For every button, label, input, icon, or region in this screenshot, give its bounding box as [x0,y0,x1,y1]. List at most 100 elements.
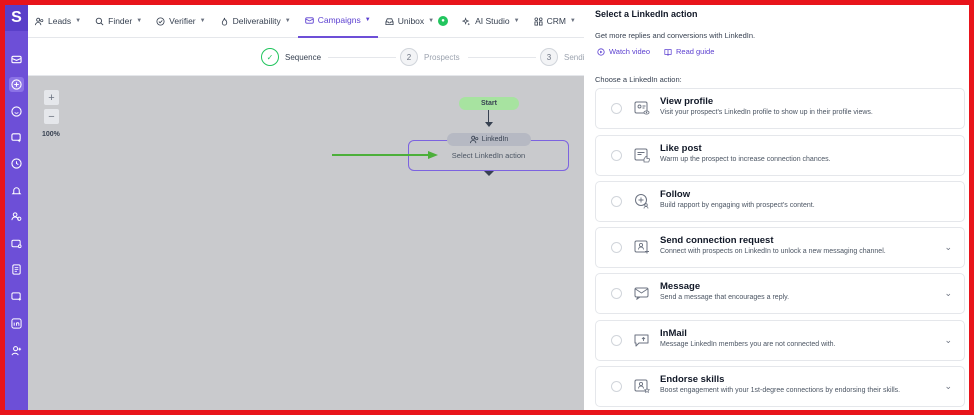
nav-crm[interactable]: CRM▼ [527,5,583,38]
mail-icon [305,16,314,24]
profile-view-icon [633,99,651,117]
panel-subtitle: Get more replies and conversions with Li… [595,31,756,40]
linkedin-node-label: Select LinkedIn action [451,151,526,160]
chevron-down-icon[interactable]: ⌄ [944,242,952,252]
action-description: Visit your prospect's LinkedIn profile t… [660,109,873,116]
step-number: 2 [400,48,418,66]
step-prospects-label: Prospects [424,52,460,62]
play-circle-icon [597,47,605,56]
email-settings-icon[interactable] [9,236,24,251]
step-sending-label: Sendi [564,52,585,62]
chevron-down-icon[interactable]: ⌄ [944,381,952,391]
step-sending[interactable]: 3 Sendi [540,48,584,66]
users-icon[interactable] [9,209,24,224]
smile-icon[interactable] [9,104,24,119]
chevron-down-icon: ▼ [569,18,576,24]
radio-button[interactable] [611,196,622,207]
plus-circle-icon[interactable] [9,77,24,92]
chevron-down-icon: ▼ [75,18,82,24]
step-number: 3 [540,48,558,66]
nav-ai-studio[interactable]: AI Studio▼ [455,5,526,38]
nav-leads[interactable]: Leads▼ [28,5,88,38]
chevron-down-icon: ▼ [136,18,143,24]
action-inmail[interactable]: InMail Message LinkedIn members you are … [595,320,965,361]
nav-crm-label: CRM [546,16,566,26]
campaign-stepper: ✓ Sequence 2 Prospects 3 Sendi [28,38,584,76]
app-logo[interactable]: S [5,5,28,31]
nav-unibox[interactable]: Unibox▼ ● [378,5,455,38]
sidebar: S [5,5,28,410]
action-follow[interactable]: Follow Build rapport by engaging with pr… [595,181,965,222]
chevron-down-icon: ▼ [513,18,520,24]
action-title: Endorse skills [660,374,725,385]
check-circle-icon [156,16,165,26]
chevron-down-icon[interactable]: ⌄ [944,288,952,298]
radio-button[interactable] [611,335,622,346]
action-description: Connect with prospects on LinkedIn to un… [660,248,886,255]
step-prospects[interactable]: 2 Prospects [400,48,460,66]
radio-button[interactable] [611,288,622,299]
action-endorse-skills[interactable]: Endorse skills Boost engagement with you… [595,366,965,407]
sequence-canvas[interactable]: + − 100% Start LinkedIn Select LinkedIn … [28,76,584,410]
linkedin-tag-label: LinkedIn [481,136,509,143]
action-title: Follow [660,189,691,200]
start-node[interactable]: Start [459,97,519,110]
radio-button[interactable] [611,242,622,253]
connector-arrow [485,122,493,127]
chevron-down-icon[interactable]: ⌄ [944,335,952,345]
action-description: Boost engagement with your 1st-degree co… [660,387,901,394]
zoom-level: 100% [42,131,60,138]
mail-plus-icon[interactable] [9,289,24,304]
nav-verifier-label: Verifier [169,16,196,26]
top-navigation: Leads▼ Finder▼ Verifier▼ Deliverability▼… [28,5,584,38]
chevron-down-icon: ▼ [428,18,435,24]
action-like-post[interactable]: Like post Warm up the prospect to increa… [595,135,965,176]
nav-ai-studio-label: AI Studio [475,16,510,26]
chevron-down-icon: ▼ [364,17,371,23]
read-guide-link[interactable]: Read guide [664,47,714,56]
radio-button[interactable] [611,150,622,161]
bell-icon[interactable] [9,183,24,198]
nav-campaigns[interactable]: Campaigns▼ [297,5,378,38]
step-connector [468,57,536,58]
nav-deliverability-label: Deliverability [232,16,281,26]
users-icon [469,135,479,144]
chevron-down-icon: ▼ [199,18,206,24]
action-title: Like post [660,143,702,154]
step-sequence[interactable]: ✓ Sequence [261,48,321,66]
action-message[interactable]: Message Send a message that encourages a… [595,273,965,314]
zoom-in-button[interactable]: + [44,90,59,105]
watch-video-label: Watch video [609,47,650,56]
zoom-out-button[interactable]: − [44,109,59,124]
watch-video-link[interactable]: Watch video [597,47,650,56]
flame-icon [221,17,227,25]
radio-button[interactable] [611,103,622,114]
action-description: Message LinkedIn members you are not con… [660,341,836,348]
linkedin-icon[interactable] [9,316,24,331]
panel-links: Watch video Read guide [597,47,714,56]
user-add-icon[interactable] [9,343,24,358]
radio-button[interactable] [611,381,622,392]
choose-action-label: Choose a LinkedIn action: [595,75,682,84]
like-post-icon [633,146,651,164]
check-icon: ✓ [261,48,279,66]
nav-verifier[interactable]: Verifier▼ [149,5,212,38]
nav-leads-label: Leads [48,16,72,26]
clock-icon[interactable] [9,156,24,171]
nav-deliverability[interactable]: Deliverability▼ [213,5,298,38]
action-view-profile[interactable]: View profile Visit your prospect's Linke… [595,88,965,129]
inmail-icon [633,331,651,349]
document-icon[interactable] [9,262,24,277]
nav-unibox-label: Unibox [397,16,425,26]
nav-finder[interactable]: Finder▼ [88,5,149,38]
node-output-handle[interactable] [484,171,494,176]
action-description: Send a message that encourages a reply. [660,294,790,301]
annotation-arrow-icon [332,151,438,159]
connector-line [488,110,489,124]
inbox-add-icon[interactable] [9,130,24,145]
action-send-connection-request[interactable]: Send connection request Connect with pro… [595,227,965,268]
linkedin-action-panel: Select a LinkedIn action Get more replie… [584,5,969,410]
mail-icon[interactable] [9,52,24,67]
unibox-status-badge: ● [438,16,449,26]
linkedin-tag: LinkedIn [447,133,531,146]
